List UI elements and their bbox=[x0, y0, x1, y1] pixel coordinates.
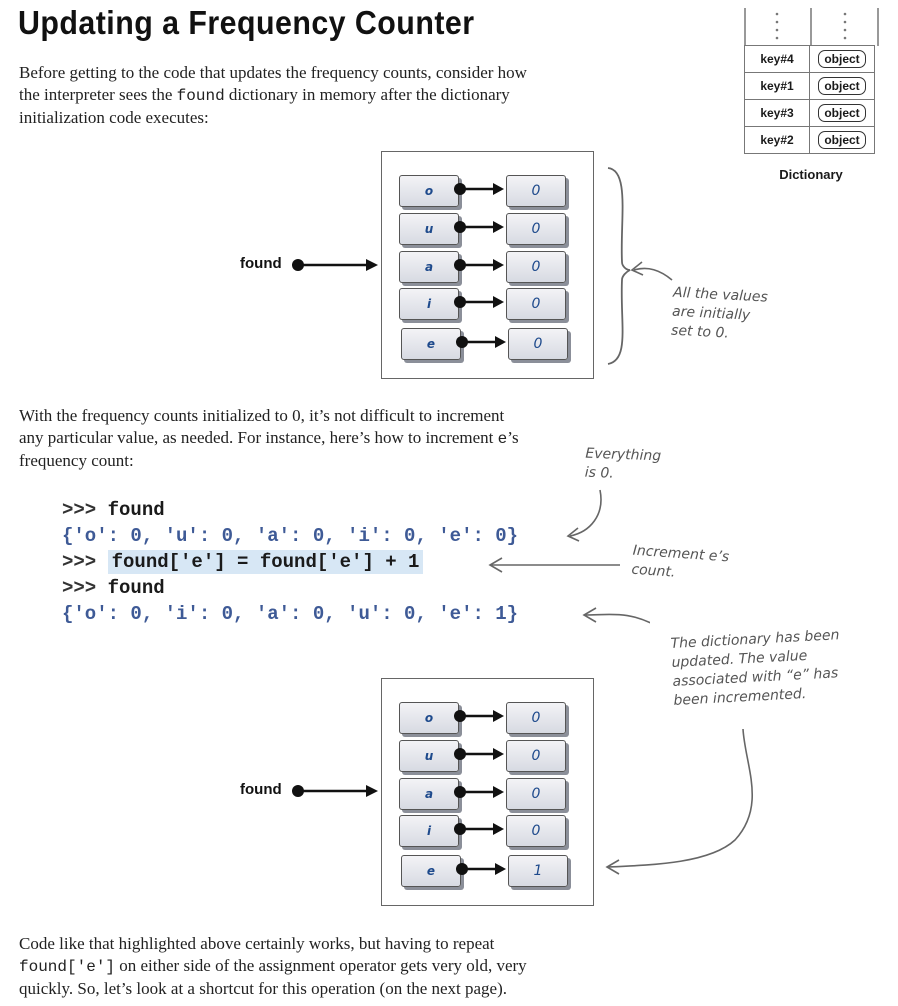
value-box: 0 bbox=[508, 328, 568, 360]
dictionary-caption: Dictionary bbox=[779, 167, 843, 182]
found-pointer-arrow bbox=[292, 785, 378, 797]
updated-note-arrow bbox=[605, 728, 754, 875]
value-box: 0 bbox=[506, 740, 566, 772]
closing-paragraph: Code like that highlighted above certain… bbox=[19, 933, 599, 1000]
note-dictionary-updated: The dictionary has been updated. The val… bbox=[670, 625, 864, 711]
legend-key: key#4 bbox=[744, 45, 810, 73]
closing-line-1: Code like that highlighted above certain… bbox=[19, 934, 495, 953]
key-box: i bbox=[399, 815, 459, 847]
legend-row: key#1 object bbox=[744, 72, 875, 100]
value-box: 0 bbox=[506, 702, 566, 734]
intro-line-2-pre: the interpreter sees the bbox=[19, 84, 177, 104]
code-output: {'o': 0, 'u': 0, 'a': 0, 'i': 0, 'e': 0} bbox=[62, 525, 519, 547]
legend-key: key#1 bbox=[744, 72, 810, 100]
inline-code-found-e: found['e'] bbox=[19, 957, 116, 976]
legend-row: key#4 object bbox=[744, 45, 875, 73]
legend-continuation-dots bbox=[744, 8, 879, 46]
intro-line-1: Before getting to the code that updates … bbox=[19, 63, 527, 82]
code-line: >>> found bbox=[62, 575, 518, 601]
key-box: a bbox=[399, 251, 459, 283]
key-value-arrows bbox=[454, 183, 506, 348]
intro-paragraph: Before getting to the code that updates … bbox=[19, 62, 579, 129]
closing-line-2-post: on either side of the assignment operato… bbox=[115, 955, 527, 975]
code-line: >>> found bbox=[62, 497, 518, 523]
key-value-arrows bbox=[454, 710, 506, 875]
note-initial-values: All the values are initially set to 0. bbox=[671, 284, 804, 348]
dictionary-diagram-initial: o u a i e 0 0 0 0 0 bbox=[381, 151, 594, 379]
value-box: 0 bbox=[506, 778, 566, 810]
legend-key: key#3 bbox=[744, 99, 810, 127]
note-increment: Increment e’s count. bbox=[631, 542, 730, 587]
middle-line-2-post: ’s bbox=[507, 427, 519, 447]
code-prompt: >>> bbox=[62, 499, 108, 521]
key-box: e bbox=[401, 328, 461, 360]
value-box: 0 bbox=[506, 815, 566, 847]
legend-object: object bbox=[818, 131, 866, 149]
dictionary-legend-table: key#4 object key#1 object key#3 object key#… bbox=[744, 45, 875, 154]
middle-line-1: With the frequency counts initialized to… bbox=[19, 406, 505, 425]
inline-code-e: e bbox=[497, 429, 508, 448]
inline-code-found: found bbox=[176, 86, 225, 105]
code-prompt: >>> bbox=[62, 577, 108, 599]
value-box-updated: 1 bbox=[508, 855, 568, 887]
key-box: a bbox=[399, 778, 459, 810]
value-box: 0 bbox=[506, 175, 566, 207]
legend-row: key#2 object bbox=[744, 126, 875, 154]
page-title: Updating a Frequency Counter bbox=[18, 4, 475, 41]
code-block: >>> found {'o': 0, 'u': 0, 'a': 0, 'i': … bbox=[62, 497, 518, 627]
key-box: o bbox=[399, 702, 459, 734]
note-line: Everything bbox=[585, 445, 662, 465]
middle-paragraph: With the frequency counts initialized to… bbox=[19, 405, 589, 472]
note-arrows bbox=[488, 489, 650, 624]
middle-line-3: frequency count: bbox=[19, 451, 134, 470]
brace-with-arrow bbox=[607, 167, 673, 365]
highlighted-increment-statement: found['e'] = found['e'] + 1 bbox=[107, 550, 424, 574]
legend-object: object bbox=[818, 104, 866, 122]
found-label: found bbox=[240, 781, 282, 798]
middle-line-2-pre: any particular value, as needed. For ins… bbox=[19, 427, 498, 447]
intro-line-3: initialization code executes: bbox=[19, 108, 209, 127]
key-box: u bbox=[399, 740, 459, 772]
dictionary-diagram-updated: o u a i e 0 0 0 0 1 bbox=[381, 678, 594, 906]
value-box: 0 bbox=[506, 213, 566, 245]
code-command: found bbox=[107, 577, 165, 599]
value-box: 0 bbox=[506, 251, 566, 283]
code-prompt: >>> bbox=[62, 551, 108, 573]
code-command: found bbox=[107, 499, 165, 521]
key-box: o bbox=[399, 175, 459, 207]
code-output: {'o': 0, 'i': 0, 'a': 0, 'u': 0, 'e': 1} bbox=[62, 603, 519, 625]
code-line: >>> found['e'] = found['e'] + 1 bbox=[62, 549, 518, 575]
found-label: found bbox=[240, 255, 282, 272]
legend-key: key#2 bbox=[744, 126, 810, 154]
legend-row: key#3 object bbox=[744, 99, 875, 127]
intro-line-2-post: dictionary in memory after the dictionar… bbox=[224, 84, 510, 104]
value-box: 0 bbox=[506, 288, 566, 320]
closing-line-3: quickly. So, let’s look at a shortcut fo… bbox=[19, 979, 508, 998]
key-box: e bbox=[401, 855, 461, 887]
legend-object: object bbox=[818, 50, 866, 68]
legend-object: object bbox=[818, 77, 866, 95]
found-pointer-arrow bbox=[292, 259, 378, 271]
